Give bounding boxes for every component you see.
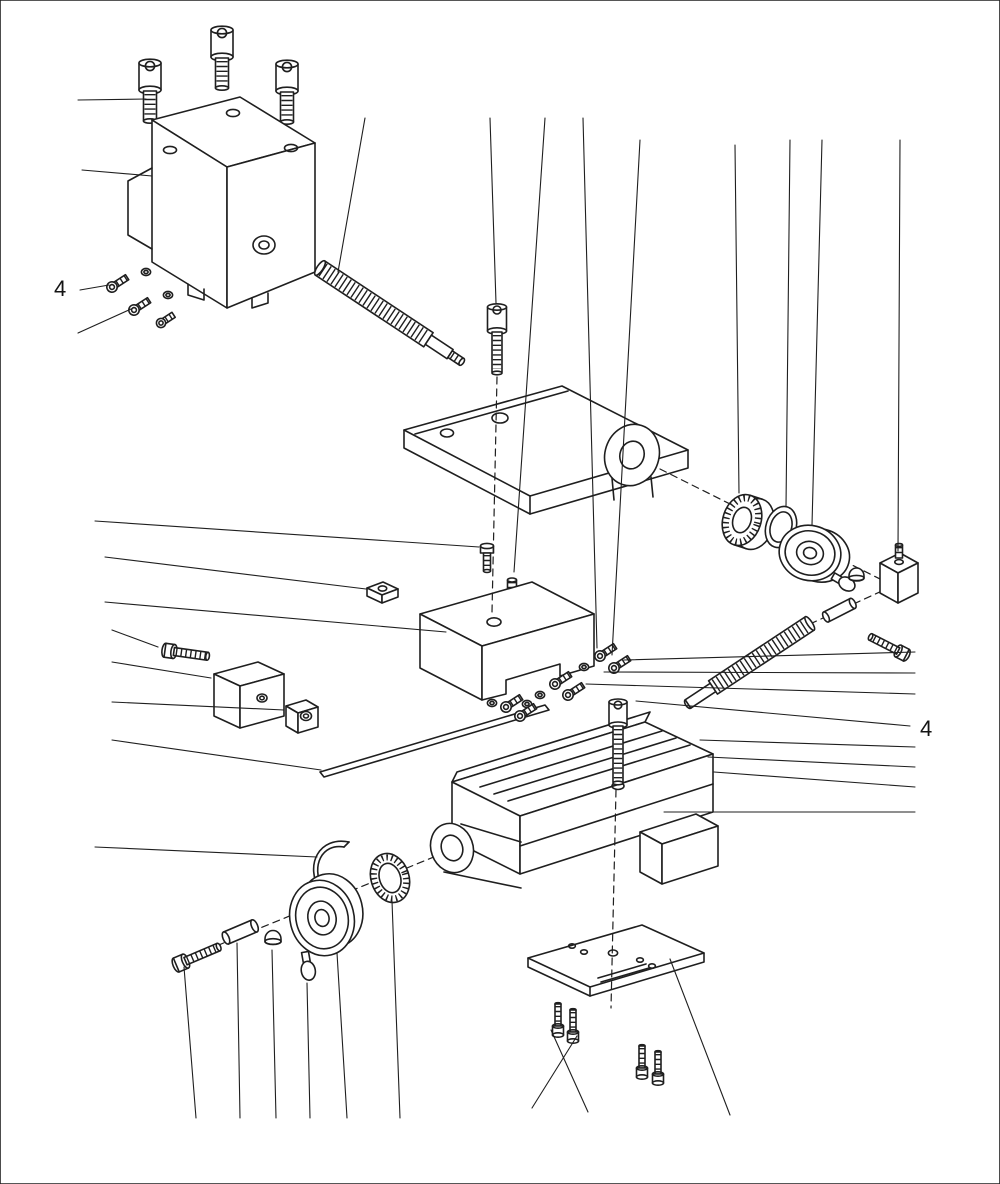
gib-screw (161, 642, 211, 662)
spacer-sleeve (221, 918, 260, 945)
leadscrew-lower (683, 615, 816, 710)
plate-screw (566, 1007, 580, 1044)
gib-block (213, 661, 285, 729)
callout-label-4-right: 4 (920, 716, 932, 741)
socket-screw-small (128, 296, 152, 316)
washer (534, 690, 546, 700)
center-lines-over (491, 376, 617, 1009)
block-notch-2 (251, 292, 269, 309)
socket-screw-small (608, 654, 632, 674)
tool-post-block (127, 96, 316, 309)
block-right-face (226, 142, 316, 309)
plate-hole (579, 948, 589, 955)
washer (162, 290, 174, 300)
plate-screw (635, 1043, 649, 1080)
pan-head-screw (479, 542, 495, 574)
knurled-ring-left (369, 852, 411, 904)
washer (140, 267, 152, 277)
leadscrew-bracket-eye (603, 423, 661, 501)
saddle-base (429, 711, 719, 889)
cap-screw-base (608, 698, 628, 786)
plate-hole (439, 428, 455, 438)
socket-screw-small (106, 273, 130, 293)
cap-nut-right (848, 567, 865, 582)
gib-strip (319, 704, 550, 778)
plate-hole (607, 949, 619, 957)
socket-screw-small (500, 693, 524, 713)
cap-screw-top-2 (210, 25, 234, 92)
cap-nut-left (264, 929, 282, 946)
socket-screw-small (549, 670, 573, 690)
nut-block-hole (486, 616, 502, 627)
square-nut (366, 581, 399, 604)
callout-label-4-left: 4 (54, 276, 66, 301)
tapped-hole (283, 143, 299, 153)
washer (578, 662, 590, 672)
handwheel-left-handle (300, 950, 317, 981)
cap-screw-mid (486, 302, 508, 376)
plate-screw (551, 1001, 565, 1038)
cap-screw-top-1 (138, 58, 162, 125)
side-bore (252, 235, 276, 255)
callout-leader-lines (77, 98, 916, 1119)
handwheel-right (778, 524, 851, 583)
bottom-plate (527, 924, 705, 997)
plate-screw (651, 1049, 665, 1086)
socket-screw-small (514, 702, 538, 722)
plate-hole (567, 942, 577, 949)
tapped-hole (162, 145, 178, 155)
plate-hole (635, 956, 645, 963)
socket-screw-small (155, 311, 177, 329)
handwheel-left (288, 873, 364, 957)
socket-screw-small (562, 681, 586, 701)
tapped-hole (225, 108, 241, 118)
bearing-block (879, 542, 919, 604)
cap-screw-top-3 (275, 59, 299, 126)
washer (486, 698, 498, 708)
handle-screw-left (171, 942, 222, 973)
feed-nut-block (419, 581, 595, 701)
clamp-block (285, 699, 319, 734)
bearing-boss (429, 822, 522, 889)
cross-slide-plate (403, 385, 689, 515)
knurled-nut (721, 493, 775, 551)
plate-hole (647, 962, 657, 969)
block-step-cut (127, 167, 153, 250)
leadscrew-upper (313, 259, 466, 367)
drive-pin (821, 597, 857, 623)
plate-hole (491, 412, 509, 424)
block-notch-1 (187, 283, 205, 301)
handle-screw-right (867, 632, 911, 662)
